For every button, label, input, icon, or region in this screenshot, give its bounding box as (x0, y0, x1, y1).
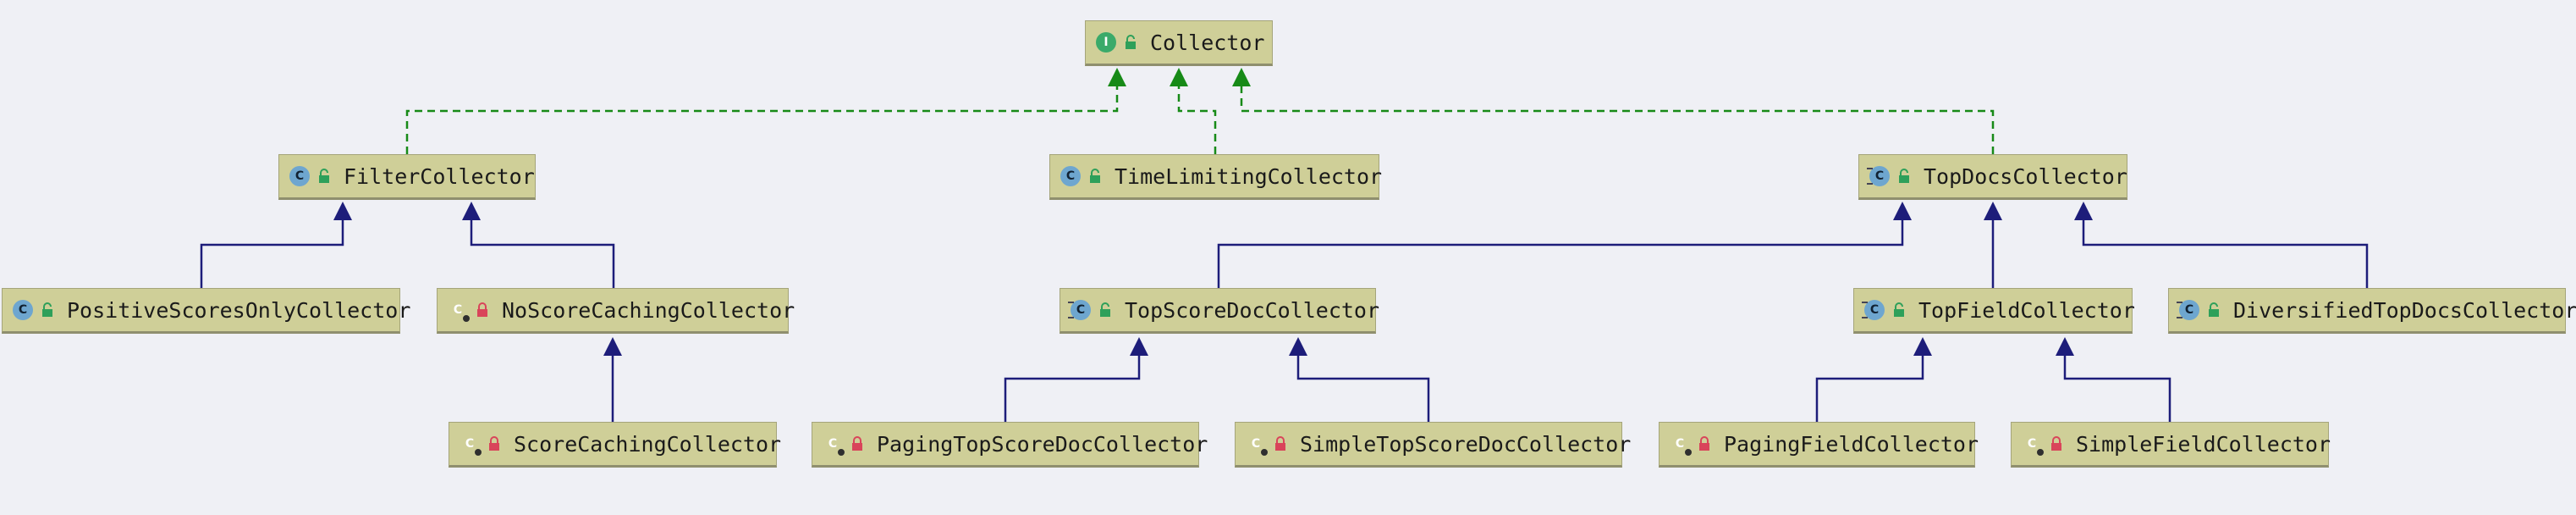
class-name-label: SimpleTopScoreDocCollector (1300, 431, 1632, 457)
edge-pagingtop-to-topscore (1004, 337, 1148, 422)
class-name-label: PositiveScoresOnlyCollector (67, 297, 411, 323)
class-name-label: TopFieldCollector (1918, 297, 2135, 323)
class-node-scorecaching[interactable]: C ScoreCachingCollector (449, 422, 781, 468)
class-node-topfield[interactable]: C TopFieldCollector (1853, 288, 2135, 334)
class-icon: C (13, 300, 33, 320)
public-unlock-icon (42, 302, 52, 317)
public-unlock-icon (1894, 302, 1904, 317)
public-unlock-icon (1100, 302, 1110, 317)
class-node-topscore[interactable]: C TopScoreDocCollector (1060, 288, 1380, 334)
class-name-label: TimeLimitingCollector (1115, 163, 1383, 189)
edge-line (1177, 86, 1217, 154)
class-name-label: TopScoreDocCollector (1125, 297, 1380, 323)
class-node-collector[interactable]: I Collector (1085, 20, 1273, 66)
class-node-filter[interactable]: C FilterCollector (278, 154, 536, 200)
edge-diversified-to-topdocs (2074, 202, 2369, 288)
extends-arrowhead-icon (1893, 202, 1912, 220)
class-node-topdocs[interactable]: C TopDocsCollector (1858, 154, 2127, 200)
extends-arrowhead-icon (2056, 337, 2074, 356)
edge-line (1815, 356, 1924, 422)
edge-topdocs-to-collector (1232, 68, 1995, 154)
inner-class-icon: C (2022, 434, 2045, 457)
abstract-class-icon: C (1068, 300, 1091, 320)
abstract-class-icon: C (1867, 166, 1890, 186)
class-node-noscore[interactable]: C NoScoreCachingCollector (437, 288, 795, 334)
class-name-label: NoScoreCachingCollector (502, 297, 795, 323)
private-lock-icon (852, 436, 862, 451)
extends-arrowhead-icon (2074, 202, 2093, 220)
inner-class-icon: C (448, 300, 471, 323)
extends-arrowhead-icon (333, 202, 352, 220)
public-unlock-icon (1899, 169, 1909, 183)
edge-line (2082, 220, 2369, 288)
edge-pagingfield-to-topfield (1815, 337, 1932, 422)
class-name-label: ScoreCachingCollector (514, 431, 782, 457)
inner-class-icon: C (460, 434, 482, 457)
class-name-label: DiversifiedTopDocsCollector (2233, 297, 2576, 323)
edge-line (2063, 356, 2171, 422)
class-node-pagingfield[interactable]: C PagingFieldCollector (1659, 422, 1979, 468)
class-name-label: TopDocsCollector (1924, 163, 2127, 189)
edge-line (1004, 356, 1141, 422)
extends-arrowhead-icon (1289, 337, 1307, 356)
class-icon: C (1060, 166, 1081, 186)
edge-noscore-to-filter (462, 202, 615, 288)
public-unlock-icon (2209, 302, 2219, 317)
edge-line (1240, 86, 1995, 154)
class-name-label: FilterCollector (344, 163, 535, 189)
extends-arrowhead-icon (462, 202, 481, 220)
edge-timelimit-to-collector (1170, 68, 1217, 154)
private-lock-icon (489, 436, 499, 451)
edge-line (1296, 356, 1430, 422)
class-icon: C (289, 166, 310, 186)
class-node-simpletop[interactable]: C SimpleTopScoreDocCollector (1235, 422, 1631, 468)
class-name-label: PagingTopScoreDocCollector (877, 431, 1208, 457)
class-node-diversified[interactable]: C DiversifiedTopDocsCollector (2168, 288, 2576, 334)
abstract-class-icon: C (1862, 300, 1885, 320)
class-node-timelimit[interactable]: C TimeLimitingCollector (1049, 154, 1383, 200)
interface-icon: I (1096, 32, 1116, 53)
private-lock-icon (2051, 436, 2061, 451)
class-node-positive[interactable]: C PositiveScoresOnlyCollector (2, 288, 410, 334)
edge-scorecaching-to-noscore (603, 337, 622, 422)
edge-line (200, 220, 344, 288)
abstract-class-icon: C (2177, 300, 2199, 320)
class-name-label: Collector (1150, 30, 1265, 55)
edge-line (405, 86, 1119, 154)
edge-filter-to-collector (405, 68, 1126, 154)
class-node-pagingtop[interactable]: C PagingTopScoreDocCollector (812, 422, 1208, 468)
extends-arrowhead-icon (1984, 202, 2002, 220)
edge-topfield-to-topdocs (1984, 202, 2002, 288)
public-unlock-icon (1126, 35, 1136, 49)
private-lock-icon (477, 302, 487, 317)
edge-simpletop-to-topscore (1289, 337, 1430, 422)
public-unlock-icon (1090, 169, 1100, 183)
inner-class-icon: C (1670, 434, 1693, 457)
implements-arrowhead-icon (1232, 68, 1251, 86)
extends-arrowhead-icon (1913, 337, 1932, 356)
implements-arrowhead-icon (1108, 68, 1126, 86)
inner-class-icon: C (823, 434, 845, 457)
extends-arrowhead-icon (603, 337, 622, 356)
edge-positive-to-filter (200, 202, 352, 288)
extends-arrowhead-icon (1130, 337, 1148, 356)
edge-line (470, 220, 615, 288)
edge-line (1217, 220, 1904, 288)
class-name-label: PagingFieldCollector (1724, 431, 1979, 457)
inner-class-icon: C (1246, 434, 1269, 457)
edge-topscore-to-topdocs (1217, 202, 1912, 288)
private-lock-icon (1699, 436, 1709, 451)
class-node-simplefield[interactable]: C SimpleFieldCollector (2011, 422, 2331, 468)
class-name-label: SimpleFieldCollector (2076, 431, 2331, 457)
implements-arrowhead-icon (1170, 68, 1188, 86)
edge-simplefield-to-topfield (2056, 337, 2171, 422)
private-lock-icon (1275, 436, 1285, 451)
public-unlock-icon (319, 169, 329, 183)
